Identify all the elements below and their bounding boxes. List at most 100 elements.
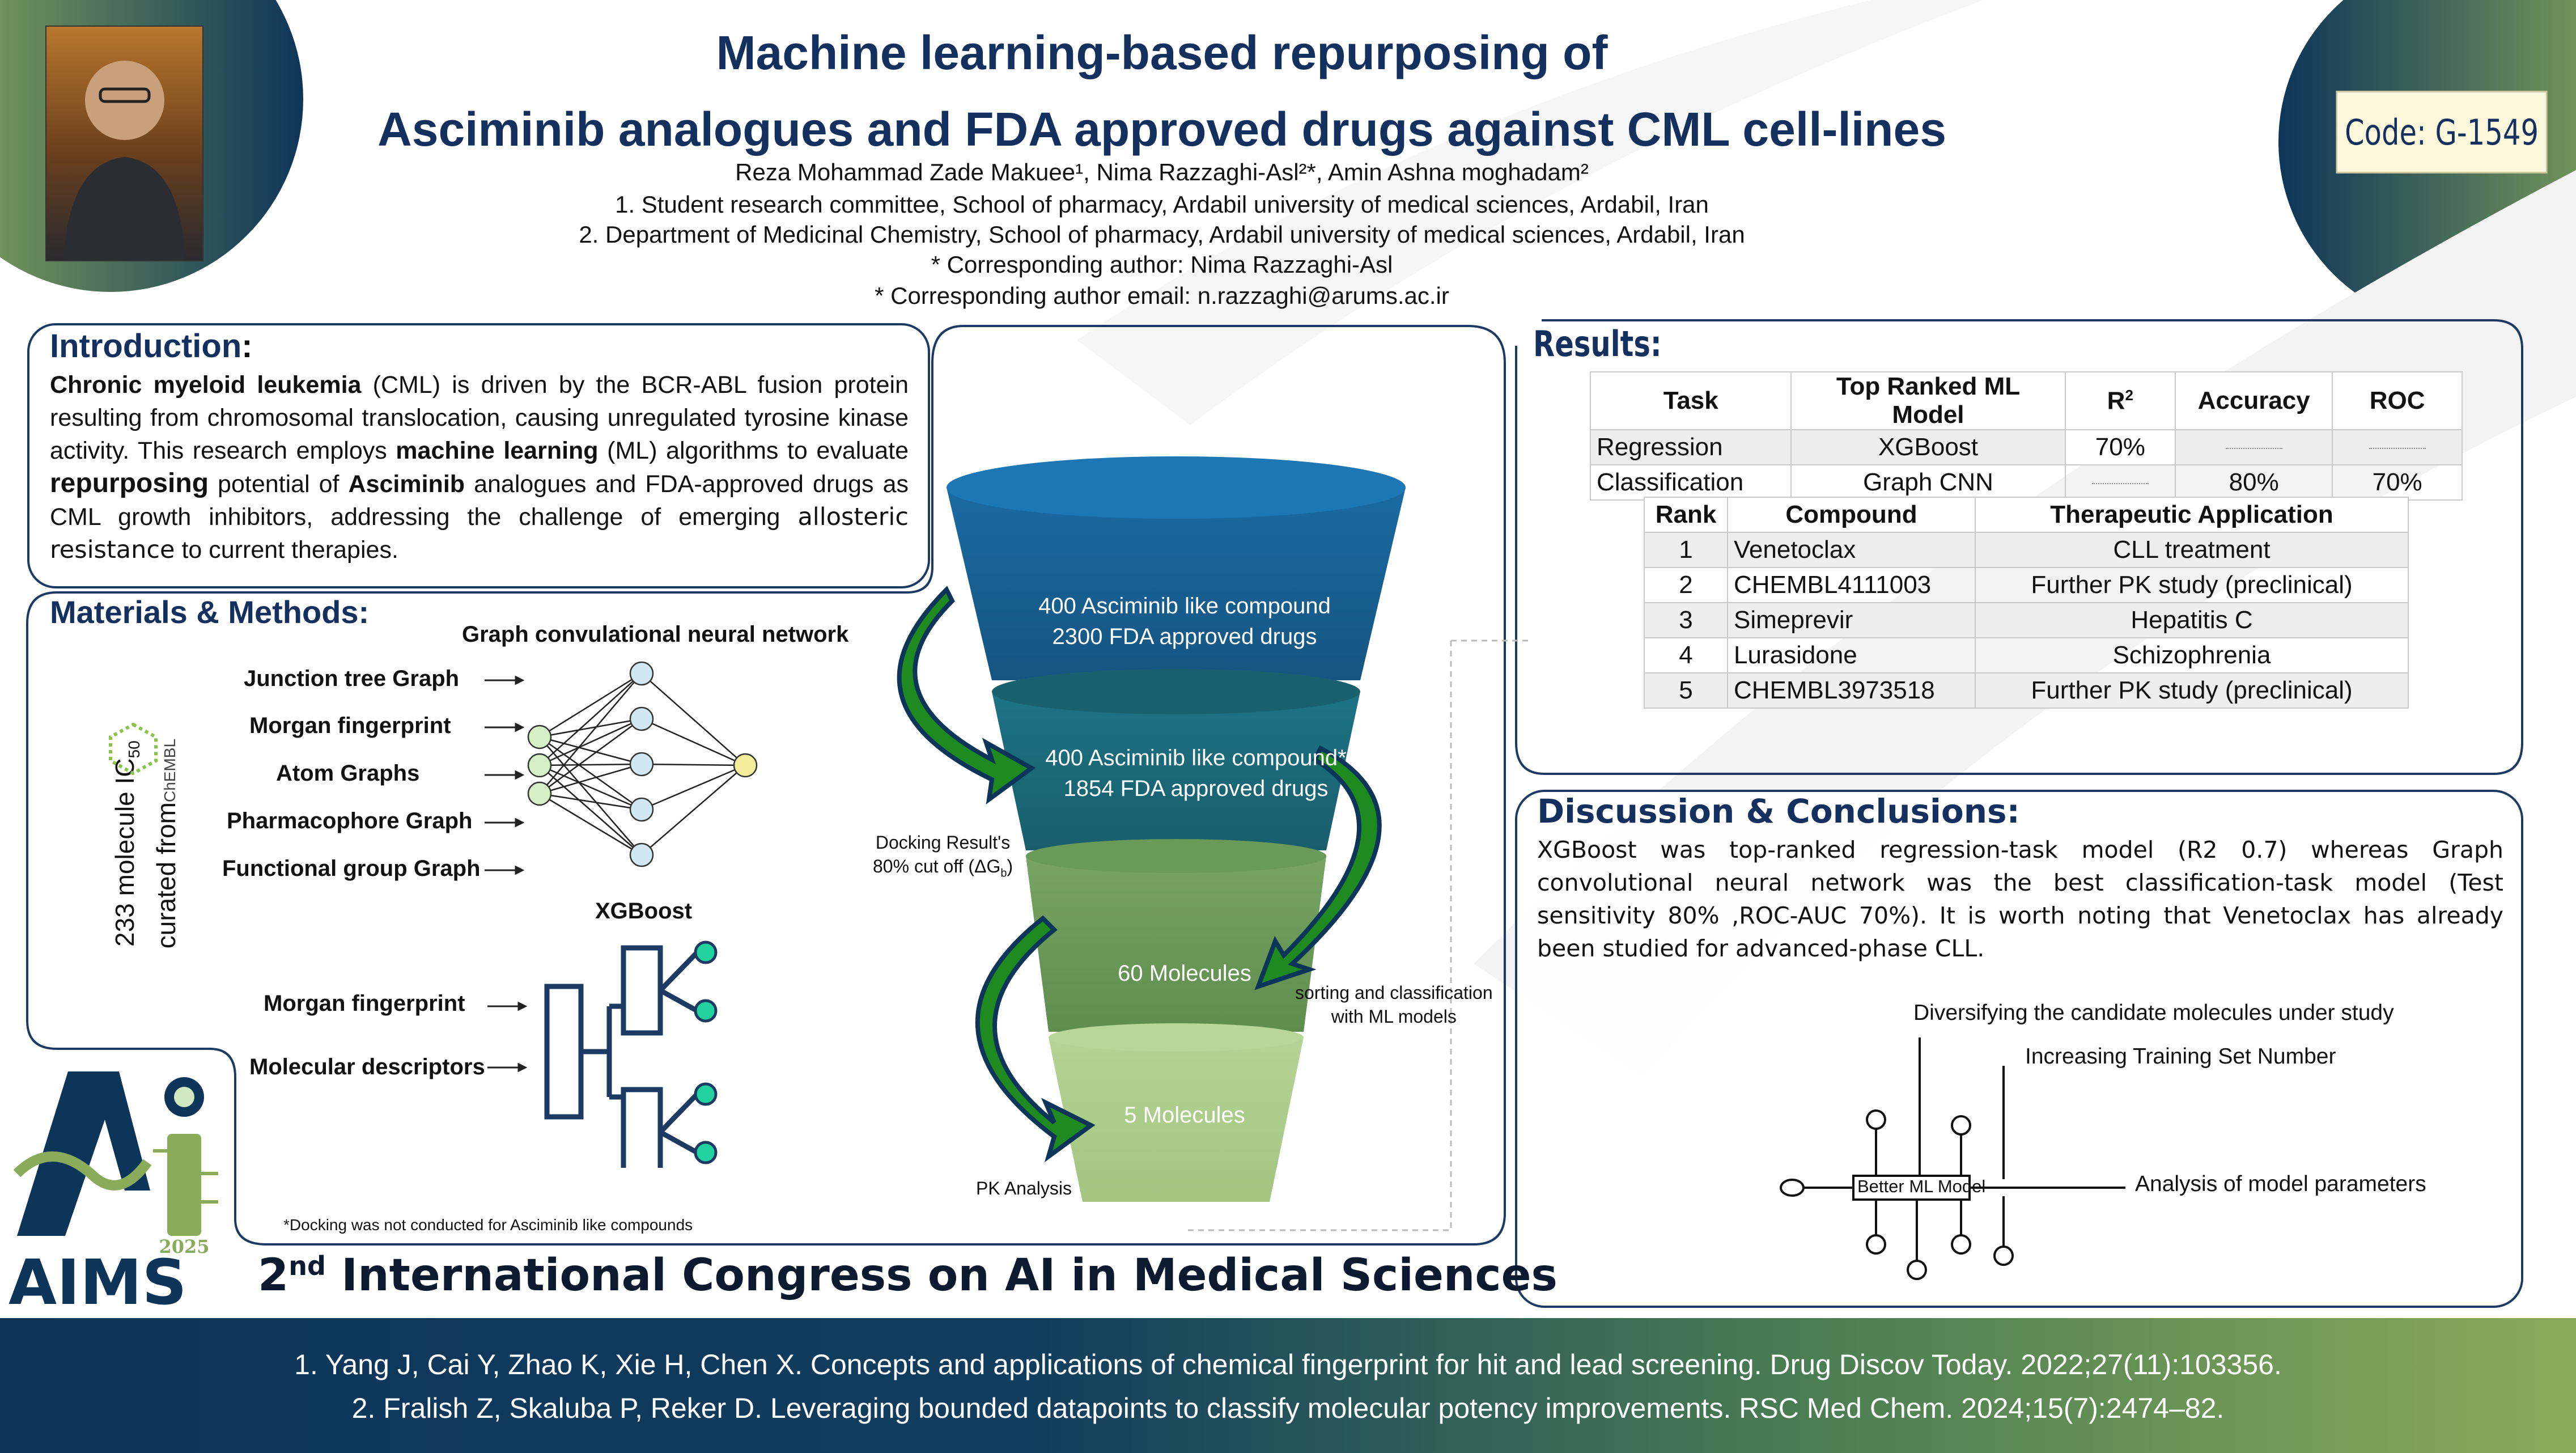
introduction-panel bbox=[27, 323, 930, 588]
table-row: 1 Venetoclax CLL treatment bbox=[1644, 532, 2409, 568]
th-r2: R2 bbox=[2064, 371, 2176, 430]
xgboost-title: XGBoost bbox=[595, 899, 693, 924]
sorting-label-line-b: with ML models bbox=[1331, 1006, 1457, 1027]
cell: Classification bbox=[1589, 464, 1792, 501]
funnel-stage-1: 400 Asciminib like compound 2300 FDA app… bbox=[1009, 591, 1360, 652]
table-header-row: Task Top Ranked ML Model R2 Accuracy ROC bbox=[1589, 371, 2463, 430]
xgb-input-2: Molecular descriptors bbox=[249, 1054, 485, 1079]
docking-label-sub: b bbox=[1000, 867, 1007, 880]
funnel-stage-1-line-a: 400 Asciminib like compound bbox=[1038, 594, 1331, 619]
introduction-title: Introduction: bbox=[50, 327, 253, 365]
cell: Further PK study (preclinical) bbox=[1975, 672, 2409, 709]
cell: 70% bbox=[2332, 464, 2463, 501]
cell: CLL treatment bbox=[1975, 532, 2409, 568]
discussion-text: XGBoost was top-ranked regression-task m… bbox=[1537, 836, 2503, 962]
funnel-stage-2: 400 Asciminib like compound* 1854 FDA ap… bbox=[1020, 743, 1372, 804]
intro-text-10: to current therapies. bbox=[175, 536, 398, 564]
methods-title: Materials & Methods: bbox=[50, 594, 370, 630]
authors: Reza Mohammad Zade Makuee¹, Nima Razzagh… bbox=[735, 159, 1589, 185]
congress-name: 2nd International Congress on AI in Medi… bbox=[258, 1250, 1558, 1301]
affiliation-2: 2. Department of Medicinal Chemistry, Sc… bbox=[579, 221, 1745, 248]
table-header-row: Rank Compound Therapeutic Application bbox=[1644, 497, 2409, 533]
fishbone-cause-1: Diversifying the candidate molecules und… bbox=[1913, 1001, 2394, 1025]
xgb-input-1: Morgan fingerprint bbox=[264, 991, 465, 1016]
sorting-label: sorting and classification with ML model… bbox=[1295, 981, 1493, 1028]
side-label-line1: 233 molecule IC bbox=[109, 758, 139, 947]
table-row: 4 Lurasidone Schizophrenia bbox=[1644, 637, 2409, 673]
gcnn-input-5: Functional group Graph bbox=[222, 856, 481, 881]
affiliation-1: 1. Student research committee, School of… bbox=[615, 191, 1709, 218]
funnel-stage-2-line-b: 1854 FDA approved drugs bbox=[1063, 776, 1329, 801]
intro-cml: Chronic myeloid leukemia bbox=[50, 371, 362, 399]
corresponding-email: * Corresponding author email: n.razzaghi… bbox=[875, 282, 1449, 309]
congress-ordinal: 2 bbox=[258, 1250, 289, 1301]
th-accuracy: Accuracy bbox=[2175, 371, 2333, 430]
cell: Schizophrenia bbox=[1975, 637, 2409, 673]
th-roc: ROC bbox=[2332, 371, 2463, 430]
cell: 4 bbox=[1644, 637, 1728, 673]
docking-label-line-b: 80% cut off (ΔG bbox=[873, 856, 1001, 876]
cell bbox=[2332, 429, 2463, 465]
th-r2-text: R bbox=[2107, 387, 2125, 415]
th-rank: Rank bbox=[1644, 497, 1728, 533]
side-label-line2: curated from bbox=[151, 802, 181, 949]
gcnn-input-3: Atom Graphs bbox=[276, 761, 420, 786]
references-bar bbox=[0, 1318, 2576, 1453]
sorting-label-line-a: sorting and classification bbox=[1295, 982, 1493, 1003]
intro-text-2: (CML) is driven by the BCR-ABL fusion pr… bbox=[50, 371, 909, 464]
person-silhouette-icon bbox=[63, 61, 185, 260]
table-row: Classification Graph CNN 80% 70% bbox=[1589, 464, 2463, 501]
th-r2-sup: 2 bbox=[2125, 386, 2133, 404]
title-line-1: Machine learning-based repurposing of bbox=[716, 26, 1608, 79]
model-performance-table: Task Top Ranked ML Model R2 Accuracy ROC… bbox=[1589, 371, 2463, 501]
cell: Regression bbox=[1589, 429, 1792, 465]
gcnn-input-4: Pharmacophore Graph bbox=[227, 808, 473, 833]
cell bbox=[2175, 429, 2333, 465]
fishbone-cause-2: Increasing Training Set Number bbox=[2025, 1044, 2336, 1069]
th-compound: Compound bbox=[1727, 497, 1976, 533]
intro-allosteric: allosteric resistance bbox=[50, 503, 909, 564]
th-task: Task bbox=[1589, 371, 1792, 430]
introduction-title-colon: : bbox=[241, 328, 253, 365]
corresponding-author: * Corresponding author: Nima Razzaghi-As… bbox=[931, 251, 1393, 278]
fishbone-center-label: Better ML Model bbox=[1857, 1176, 1986, 1196]
title-line-2: Asciminib analogues and FDA approved dru… bbox=[377, 103, 1946, 156]
introduction-text: Chronic myeloid leukemia (CML) is driven… bbox=[50, 368, 909, 566]
cell: Graph CNN bbox=[1790, 464, 2066, 501]
table-row: Regression XGBoost 70% bbox=[1589, 429, 2463, 465]
chembl-hexagon-icon bbox=[109, 722, 158, 776]
intro-text-8: analogues and FDA-approved drugs as CML … bbox=[50, 471, 909, 531]
cell: CHEMBL3973518 bbox=[1727, 672, 1976, 709]
screening-funnel bbox=[897, 456, 1406, 1202]
docking-footnote: *Docking was not conducted for Asciminib… bbox=[283, 1216, 693, 1234]
cell: Further PK study (preclinical) bbox=[1975, 567, 2409, 603]
congress-ordinal-sup: nd bbox=[288, 1251, 326, 1281]
funnel-stage-4: 5 Molecules bbox=[1124, 1103, 1245, 1128]
th-application: Therapeutic Application bbox=[1975, 497, 2409, 533]
funnel-stage-3: 60 Molecules bbox=[1118, 961, 1251, 986]
author-photo bbox=[45, 26, 203, 261]
intro-text-4: (ML) algorithms to evaluate bbox=[598, 437, 909, 464]
docking-cutoff-label: Docking Result's 80% cut off (ΔGb) bbox=[873, 831, 1013, 885]
decision-tree-diagram bbox=[487, 941, 718, 1168]
neural-network-diagram bbox=[485, 661, 758, 875]
intro-ml: machine learning bbox=[396, 437, 599, 464]
docking-label-close: ) bbox=[1007, 856, 1013, 876]
table-row: 2 CHEMBL4111003 Further PK study (precli… bbox=[1644, 567, 2409, 603]
cell bbox=[2064, 464, 2176, 501]
intro-asciminib: Asciminib bbox=[348, 471, 465, 498]
cell: 1 bbox=[1644, 532, 1728, 568]
dotted-empty-cell bbox=[2369, 448, 2426, 450]
congress-title: International Congress on AI in Medical … bbox=[325, 1250, 1558, 1301]
gcnn-title: Graph convulational neural network bbox=[462, 622, 849, 647]
logo-text: AIMS bbox=[9, 1246, 187, 1310]
cell: CHEMBL4111003 bbox=[1727, 567, 1976, 603]
table-row: 3 Simeprevir Hepatitis C bbox=[1644, 602, 2409, 638]
intro-repurposing: repurposing bbox=[50, 468, 209, 498]
compound-ranking-table: Rank Compound Therapeutic Application 1 … bbox=[1644, 497, 2409, 709]
logo-year: 2025 bbox=[159, 1236, 209, 1257]
fishbone-cause-3: Analysis of model parameters bbox=[2135, 1172, 2426, 1196]
reference-2: 2. Fralish Z, Skaluba P, Reker D. Levera… bbox=[351, 1392, 2225, 1424]
dotted-empty-cell bbox=[2091, 483, 2149, 485]
cell: XGBoost bbox=[1790, 429, 2066, 465]
